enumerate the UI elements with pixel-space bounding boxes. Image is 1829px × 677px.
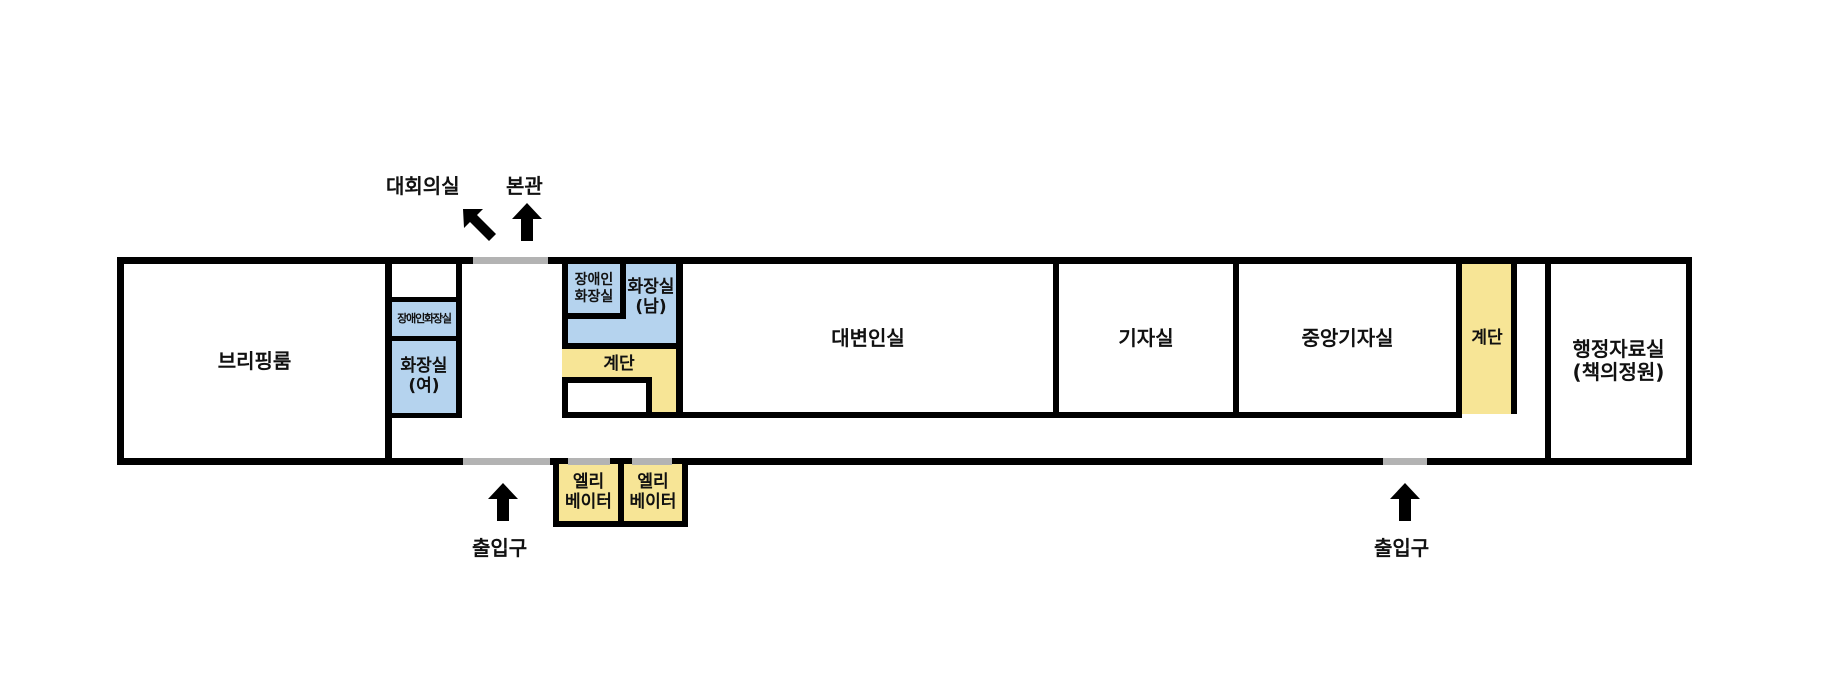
wall-press-central — [1233, 257, 1239, 418]
wall-elevator-right — [682, 458, 688, 527]
stairs-right[interactable]: 계단 — [1462, 264, 1512, 414]
room-accessible-restroom-left-label: 장애인화장실 — [397, 311, 452, 325]
wall-bottom-left — [117, 458, 463, 465]
door-entrance-right[interactable] — [1383, 458, 1427, 465]
room-accessible-restroom-right-label: 장애인 화장실 — [574, 272, 614, 305]
stairs-right-label: 계단 — [1471, 328, 1503, 349]
wall-stairs-right — [1511, 257, 1517, 414]
room-restroom-women[interactable]: 화장실 (여) — [392, 341, 456, 413]
elevator-2[interactable]: 엘리 베이터 — [624, 465, 682, 521]
label-entrance-right: 출입구 — [1374, 536, 1430, 560]
wall-column-divider-1 — [392, 297, 462, 302]
wall-elevator-mid — [618, 458, 624, 527]
wall-spokesperson-press — [1053, 257, 1059, 418]
room-restroom-men-label: 화장실 (남) — [627, 277, 675, 317]
wall-column-divider-3 — [392, 413, 462, 418]
stairs-left-label: 계단 — [603, 354, 635, 374]
label-conference-hall: 대회의실 — [386, 174, 460, 198]
wall-central-stairs — [1456, 257, 1462, 418]
label-main-building: 본관 — [506, 174, 543, 198]
arrow-up-icon — [1390, 483, 1420, 521]
room-accessible-restroom-left[interactable]: 장애인화장실 — [392, 302, 456, 336]
room-accessible-restroom-right[interactable]: 장애인 화장실 — [568, 264, 620, 313]
door-top-main-building[interactable] — [473, 257, 548, 264]
wall-block-left — [562, 257, 568, 349]
arrow-up-left-icon — [463, 209, 496, 241]
wall-top-right — [548, 257, 1692, 264]
room-admin-archive-label: 행정자료실 (책의정원) — [1572, 337, 1665, 384]
wall-left — [117, 257, 124, 465]
room-briefing-label: 브리핑룸 — [217, 348, 292, 373]
room-spokesperson-label: 대변인실 — [831, 325, 905, 350]
wall-archive-left — [1545, 257, 1551, 465]
wall-accessible-right — [620, 257, 626, 319]
wall-bottom-mid — [550, 458, 1383, 465]
wall-right — [1686, 257, 1692, 465]
arrow-up-icon — [512, 203, 542, 241]
label-entrance-left: 출입구 — [472, 536, 528, 560]
room-admin-archive[interactable]: 행정자료실 (책의정원) — [1551, 264, 1686, 458]
wall-accessible-bottom — [562, 313, 626, 319]
door-elevator-1[interactable] — [568, 458, 610, 465]
wall-briefing-divider — [385, 257, 392, 465]
door-entrance-left[interactable] — [463, 458, 550, 465]
room-restroom-women-label: 화장실 (여) — [400, 356, 448, 396]
door-elevator-2[interactable] — [632, 458, 672, 465]
wall-bottom-right — [1427, 458, 1692, 465]
room-spokesperson[interactable]: 대변인실 — [683, 264, 1053, 412]
wall-column-divider-2 — [392, 336, 462, 341]
wall-block-right — [676, 257, 683, 418]
room-press-label: 기자실 — [1118, 325, 1174, 350]
room-central-press[interactable]: 중앙기자실 — [1239, 264, 1456, 412]
wall-office-row-bottom — [683, 412, 1462, 418]
room-press[interactable]: 기자실 — [1059, 264, 1233, 412]
elevator-1[interactable]: 엘리 베이터 — [559, 465, 618, 521]
wall-restroom-men-bottom — [562, 343, 682, 349]
room-central-press-label: 중앙기자실 — [1301, 325, 1394, 350]
room-briefing[interactable]: 브리핑룸 — [124, 264, 385, 458]
arrow-up-icon — [488, 483, 518, 521]
elevator-2-label: 엘리 베이터 — [629, 472, 677, 512]
wall-elevator-left — [553, 458, 559, 527]
wall-block-bottom — [562, 412, 683, 418]
elevator-1-label: 엘리 베이터 — [565, 472, 612, 512]
wall-top-left — [117, 257, 473, 264]
